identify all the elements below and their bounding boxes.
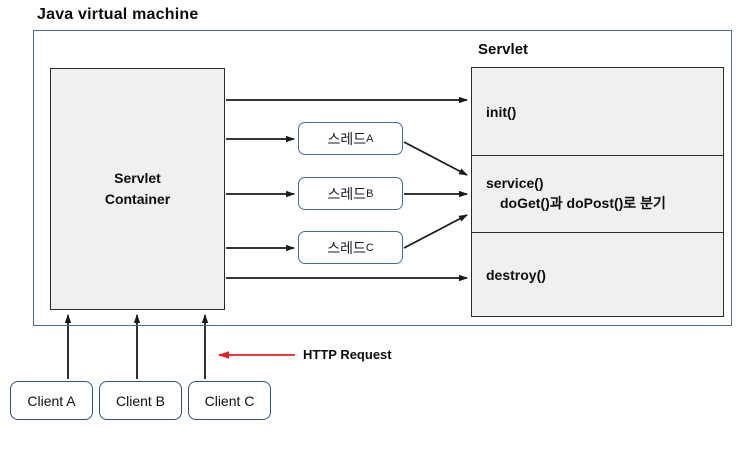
arrow-thread-a-to-service bbox=[403, 141, 468, 176]
thread-suffix-b: B bbox=[366, 187, 374, 200]
servlet-method-service-detail: doGet()과 doPost()로 분기 bbox=[500, 195, 666, 211]
servlet-method-init-name: init() bbox=[486, 103, 517, 120]
servlet-method-destroy: destroy() bbox=[472, 233, 723, 316]
jvm-boundary bbox=[33, 30, 732, 326]
servlet-container-label: Servlet Container bbox=[51, 168, 224, 210]
thread-box-b: 스레드 B bbox=[298, 177, 403, 210]
client-box-b: Client B bbox=[99, 381, 182, 420]
thread-label-c: 스레드 bbox=[327, 239, 366, 256]
thread-label-a: 스레드 bbox=[327, 130, 367, 147]
client-label-b: Client B bbox=[115, 392, 166, 409]
servlet-method-service-name: service() bbox=[486, 175, 544, 191]
thread-suffix-a: A bbox=[366, 132, 374, 145]
servlet-method-init: init() bbox=[472, 68, 723, 156]
http-request-label: HTTP Request bbox=[303, 347, 392, 362]
thread-box-c: 스레드 C bbox=[298, 231, 403, 264]
thread-suffix-c: C bbox=[365, 241, 374, 254]
servlet-box: init() service() doGet()과 doPost()로 분기 d… bbox=[471, 67, 724, 317]
servlet-container-label-line1: Servlet bbox=[114, 170, 161, 186]
servlet-container-box: Servlet Container bbox=[50, 68, 225, 310]
servlet-title: Servlet bbox=[478, 41, 529, 58]
arrow-thread-c-to-service bbox=[403, 214, 468, 249]
servlet-method-destroy-name: destroy() bbox=[486, 266, 546, 283]
client-box-a: Client A bbox=[10, 381, 93, 420]
client-label-c: Client C bbox=[204, 392, 255, 409]
thread-box-a: 스레드 A bbox=[298, 122, 403, 155]
thread-label-b: 스레드 bbox=[327, 185, 367, 202]
client-box-c: Client C bbox=[188, 381, 271, 420]
servlet-method-service: service() doGet()과 doPost()로 분기 bbox=[472, 156, 723, 233]
jvm-title: Java virtual machine bbox=[37, 6, 199, 23]
client-label-a: Client A bbox=[27, 392, 76, 409]
servlet-container-label-line2: Container bbox=[104, 191, 171, 207]
